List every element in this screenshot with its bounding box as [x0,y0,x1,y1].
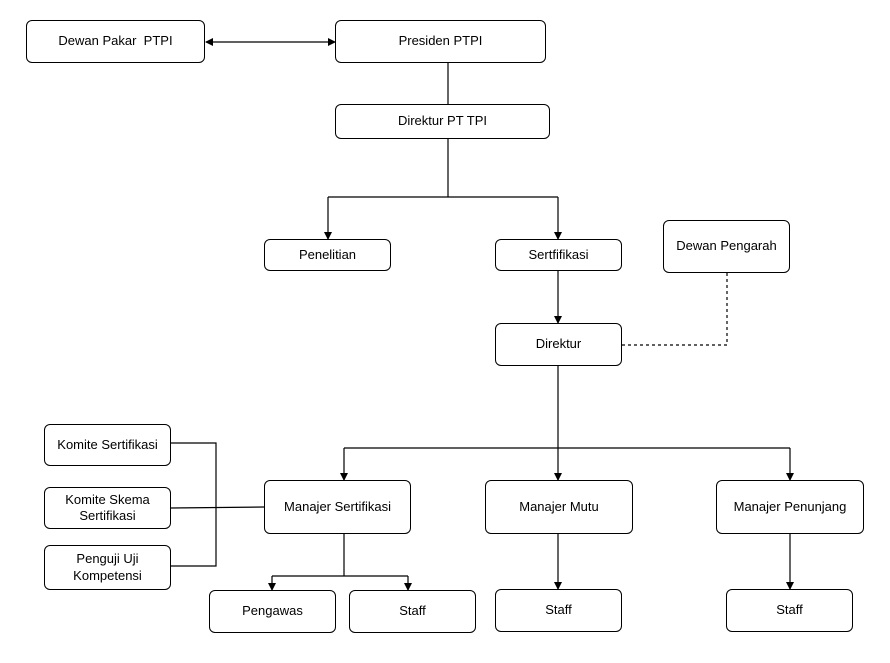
pengawas-label: Pengawas [242,603,303,619]
penguji-text: Penguji Uji Kompetensi [73,551,142,584]
dewan-pakar-label: Dewan Pakar PTPI [58,33,173,49]
penelitian-box: Penelitian [264,239,391,271]
manajer-penunjang-box: Manajer Penunjang [716,480,864,534]
penelitian-label: Penelitian [298,246,357,262]
komite-skema-label-line1: Komite Skema [65,491,150,507]
direktur-box: Direktur [495,323,622,366]
komite-sertifikasi-label: Komite Sertifikasi [57,436,158,452]
manajer-sertifikasi-label: Manajer Sertifikasi [284,498,391,514]
presiden-box: Presiden PTPI [335,20,546,63]
staff-2-box: Staff [495,589,622,632]
manajer-sertifikasi-box: Manajer Sertifikasi [264,480,411,534]
staff-3-label: Staff [776,602,803,618]
komite-skema-link [170,506,265,509]
presiden-label: Presiden PTPI [398,33,483,49]
staff-2-label: Staff [545,602,572,618]
direktur-pt-label: Direktur PT TPI [397,113,488,129]
staff-3-box: Staff [726,589,853,632]
staff-1-box: Staff [349,590,476,633]
komite-skema-text: Komite Skema Sertifikasi [65,492,150,525]
direktur-pt-box: Direktur PT TPI [335,104,550,139]
sertifikasi-label: Sertfifikasi [528,246,589,262]
penguji-label-line1: Penguji Uji [76,551,139,567]
dewan-pengarah-box: Dewan Pengarah [663,220,790,273]
komite-bracket [171,442,217,567]
manajer-mutu-label: Manajer Mutu [519,498,599,514]
direktur-label: Direktur [535,336,582,352]
penguji-label-line2: Kompetensi [73,567,142,583]
komite-skema-label-line2: Sertifikasi [79,508,136,523]
penguji-box: Penguji Uji Kompetensi [44,545,171,590]
pengawas-box: Pengawas [209,590,336,633]
dewan-pengarah-dashed-link [622,273,728,346]
dewan-pakar-box: Dewan Pakar PTPI [26,20,205,63]
komite-skema-box: Komite Skema Sertifikasi [44,487,171,529]
manajer-mutu-box: Manajer Mutu [485,480,633,534]
komite-sertifikasi-box: Komite Sertifikasi [44,424,171,466]
manajer-penunjang-label: Manajer Penunjang [733,498,847,514]
staff-1-label: Staff [399,603,426,619]
dewan-pengarah-label: Dewan Pengarah [676,238,777,254]
sertifikasi-box: Sertfifikasi [495,239,622,271]
